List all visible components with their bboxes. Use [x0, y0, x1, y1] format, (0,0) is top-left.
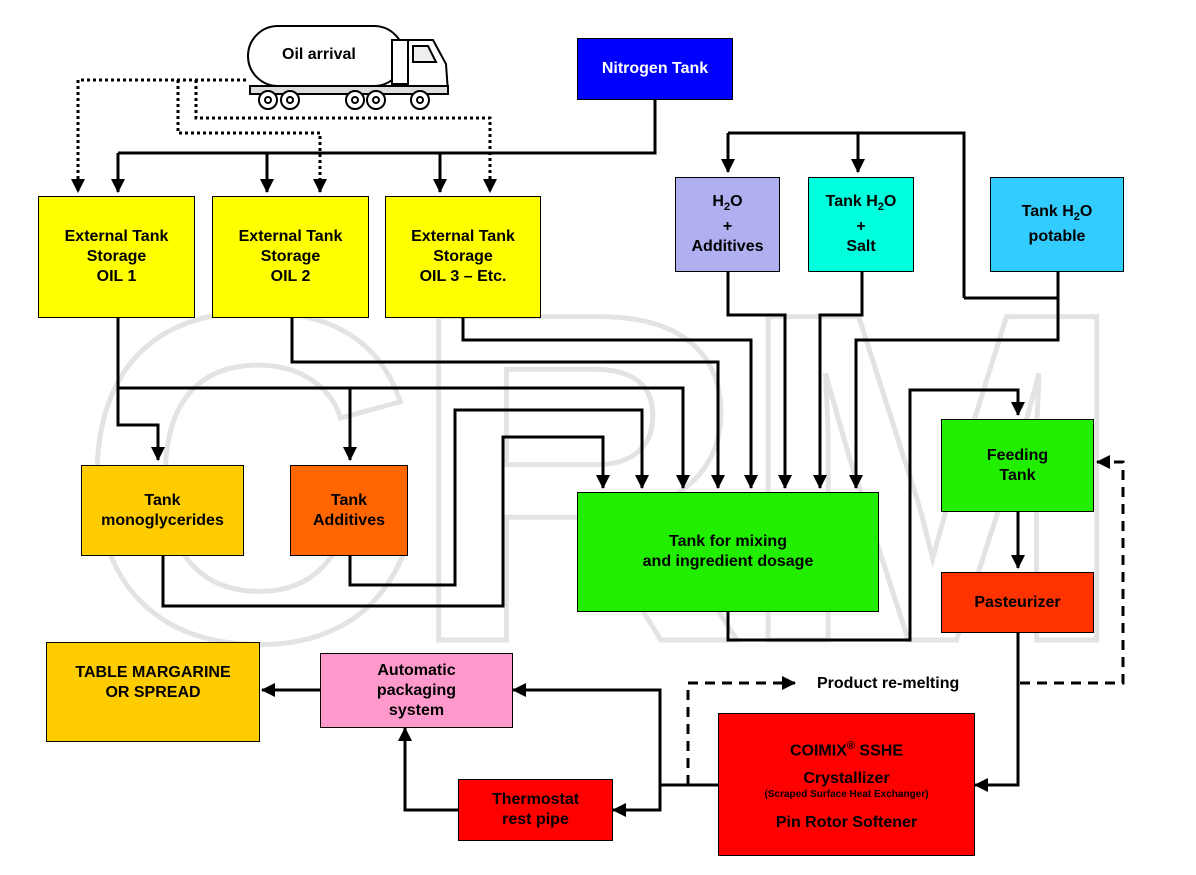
tadd-line2: Additives — [312, 511, 385, 529]
h2o-salt-label: Salt — [846, 238, 876, 256]
mixing-tank: Tank for mixing and ingredient dosage — [577, 492, 879, 612]
h2o-potable-label: potable — [1028, 228, 1086, 246]
mono-line1: Tank — [144, 491, 181, 509]
feeding-tank: Feeding Tank — [941, 419, 1094, 512]
h2o-additives-tank: H2O + Additives — [675, 177, 780, 272]
product-remelting-label: Product re-melting — [817, 675, 960, 692]
h2o-potable-tank: Tank H2O potable — [990, 177, 1124, 272]
h2o-salt-tank: Tank H2O + Salt — [808, 177, 914, 272]
feeding-line1: Feeding — [986, 447, 1049, 464]
thermostat-line2: rest pipe — [502, 811, 569, 828]
oil3-line3: OIL 3 – Etc. — [419, 268, 507, 285]
coimix-sshe-note: (Scraped Surface Heat Exchanger) — [764, 789, 929, 801]
external-tank-oil-3: External Tank Storage OIL 3 – Etc. — [385, 196, 541, 318]
coimix-title: COIMIX® SSHE — [789, 739, 903, 760]
oil2-line2: Storage — [260, 248, 321, 265]
tanker-truck-icon — [247, 25, 450, 110]
mixing-line2: and ingredient dosage — [642, 553, 814, 570]
coimix-pin-rotor: Pin Rotor Softener — [775, 814, 918, 832]
pasteurizer-label: Pasteurizer — [974, 593, 1061, 611]
h2o-additives-label: Additives — [691, 238, 764, 256]
oil3-line1: External Tank — [411, 228, 515, 245]
coimix-crystallizer: Crystallizer — [803, 770, 890, 788]
nitrogen-tank-label: Nitrogen Tank — [601, 60, 709, 77]
oil3-line2: Storage — [433, 248, 493, 265]
oil2-line1: External Tank — [238, 228, 343, 245]
truck-label: Oil arrival — [282, 46, 356, 63]
automatic-packaging-system: Automatic packaging system — [320, 653, 513, 728]
margarine-line1: TABLE MARGARINE — [75, 664, 231, 681]
oil1-line1: External Tank — [64, 228, 169, 245]
oil1-line3: OIL 1 — [96, 268, 137, 285]
oil1-line2: Storage — [86, 248, 147, 265]
h2o-potable-formula: Tank H2O — [1021, 202, 1093, 224]
packaging-line1: Automatic — [377, 661, 456, 679]
tadd-line1: Tank — [330, 491, 368, 509]
h2o-salt-formula: Tank H2O — [825, 192, 897, 214]
mixing-line1: Tank for mixing — [669, 533, 787, 550]
coimix-sshe: COIMIX® SSHE Crystallizer (Scraped Surfa… — [718, 713, 975, 856]
packaging-line3: system — [388, 701, 445, 719]
thermostat-rest-pipe: Thermostat rest pipe — [458, 779, 613, 841]
h2o-additives-plus: + — [722, 218, 733, 236]
tank-additives: Tank Additives — [290, 465, 408, 556]
tank-monoglycerides: Tank monoglycerides — [81, 465, 244, 556]
margarine-line2: OR SPREAD — [105, 684, 201, 701]
table-margarine-output: TABLE MARGARINE OR SPREAD — [46, 642, 260, 742]
packaging-line2: packaging — [376, 681, 457, 699]
feeding-line2: Tank — [999, 467, 1036, 484]
nitrogen-tank: Nitrogen Tank — [577, 38, 733, 100]
h2o-salt-plus: + — [856, 218, 866, 236]
thermostat-line1: Thermostat — [491, 791, 580, 808]
pasteurizer: Pasteurizer — [941, 572, 1094, 633]
oil2-line3: OIL 2 — [270, 268, 311, 285]
mono-line2: monoglycerides — [101, 511, 224, 529]
external-tank-oil-2: External Tank Storage OIL 2 — [212, 196, 369, 318]
external-tank-oil-1: External Tank Storage OIL 1 — [38, 196, 195, 318]
h2o-additives-formula: H2O — [712, 192, 743, 214]
